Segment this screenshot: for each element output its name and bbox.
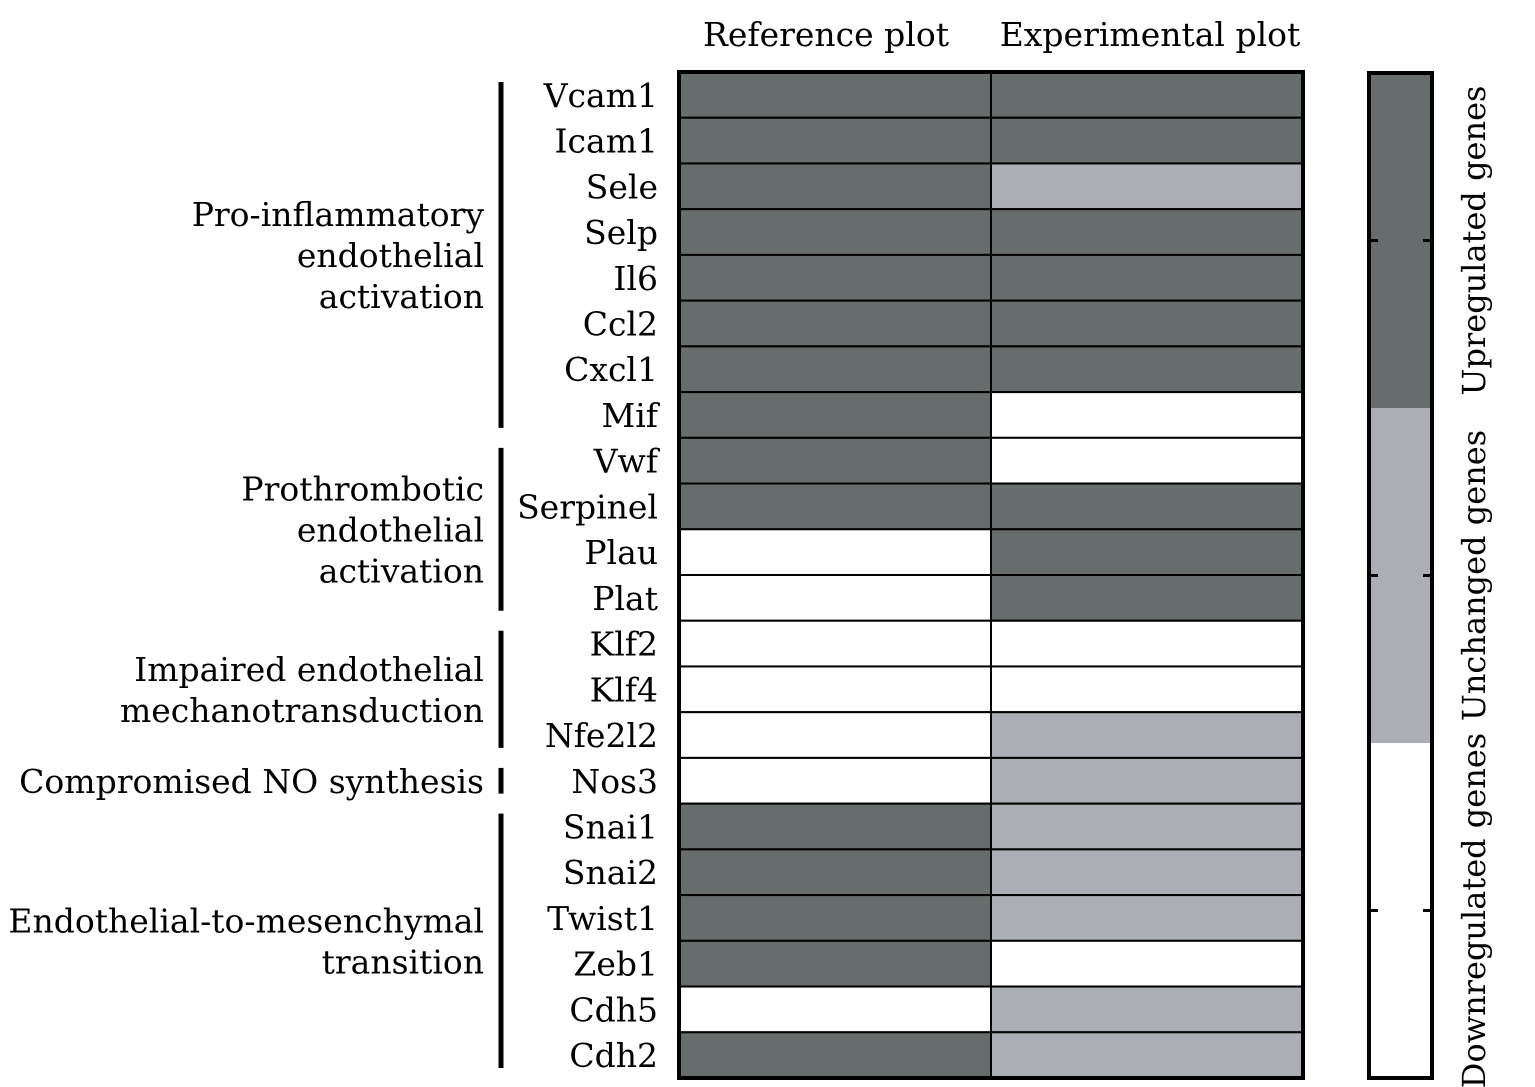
heatmap-cell: [990, 619, 1304, 668]
heatmap-cell: [678, 848, 992, 897]
gene-label: Icam1: [555, 122, 658, 161]
heatmap-cell: [990, 711, 1304, 759]
gene-label: Sele: [586, 167, 658, 206]
heatmap-cell: [990, 345, 1304, 394]
gene-label: Cdh2: [569, 1036, 658, 1075]
heatmap-cell: [678, 208, 992, 256]
gene-label: Vwf: [593, 442, 661, 481]
heatmap-cell: [678, 985, 992, 1034]
heatmap-cell: [678, 253, 992, 302]
gene-label: Zeb1: [573, 945, 658, 984]
heatmap-cell: [990, 391, 1304, 439]
heatmap-cell: [990, 162, 1304, 211]
gene-label: Plau: [584, 533, 658, 572]
gene-labels: Vcam1Icam1SeleSelpIl6Ccl2Cxcl1MifVwfSerp…: [517, 76, 661, 1075]
heatmap-cell: [678, 756, 992, 805]
heatmap-cell: [678, 619, 992, 668]
heatmap-cell: [990, 939, 1304, 988]
heatmap-cell: [990, 436, 1304, 485]
gene-label: Vcam1: [543, 76, 658, 115]
gene-label: Klf2: [590, 625, 658, 664]
group-label: Endothelial-to-mesenchymal: [8, 901, 484, 940]
heatmap-cell: [990, 665, 1304, 714]
heatmap-cell: [678, 71, 992, 119]
group-label: activation: [319, 277, 484, 316]
group-label: Pro-inflammatory: [192, 195, 485, 234]
group-label: Impaired endothelial: [134, 650, 484, 689]
heatmap-cell: [990, 1031, 1304, 1079]
group-label: Compromised NO synthesis: [19, 762, 484, 801]
heatmap-cell: [990, 528, 1304, 576]
heatmap-cell: [990, 71, 1304, 119]
gene-label: Il6: [613, 259, 658, 298]
column-headers: Reference plot Experimental plot: [703, 15, 1300, 54]
heatmap-frame: [677, 70, 1305, 1080]
group-label: Prothrombotic: [241, 469, 484, 508]
legend-label: Unchanged genes: [1455, 430, 1493, 721]
heatmap-cell: [990, 894, 1304, 942]
group-label: transition: [322, 942, 484, 981]
gene-label: Twist1: [547, 899, 658, 938]
heatmap-cell: [678, 345, 992, 394]
heatmap-cell: [678, 482, 992, 531]
heatmap-cell: [990, 985, 1304, 1034]
heatmap-cell: [678, 116, 992, 165]
gene-label: Serpinel: [517, 487, 658, 526]
heatmap-cell: [990, 574, 1304, 622]
gene-label: Selp: [584, 213, 658, 252]
heatmap-cell: [678, 939, 992, 988]
legend-swatch: [1369, 73, 1432, 408]
heatmap-cell: [678, 391, 992, 439]
gene-label: Cdh5: [569, 990, 658, 1029]
group-label: activation: [319, 551, 484, 590]
heatmap-cell: [678, 299, 992, 348]
heatmap-cell: [990, 756, 1304, 805]
heatmap-cell: [678, 711, 992, 759]
gene-label: Snai1: [563, 808, 658, 847]
legend-label: Upregulated genes: [1455, 86, 1493, 396]
heatmap-cell: [990, 116, 1304, 165]
heatmap-cell: [678, 162, 992, 211]
heatmap-cells: [677, 70, 1305, 1080]
legend-swatch: [1369, 408, 1432, 743]
heatmap-cell: [990, 299, 1304, 348]
group-label: endothelial: [297, 510, 484, 549]
heatmap-cell: [678, 665, 992, 714]
column-header-experimental: Experimental plot: [1000, 15, 1301, 54]
heatmap-cell: [990, 482, 1304, 531]
legend-swatch: [1369, 743, 1432, 1078]
gene-groups: Pro-inflammatoryendothelialactivationPro…: [8, 82, 504, 1068]
column-header-reference: Reference plot: [703, 15, 949, 54]
gene-label: Cxcl1: [564, 350, 658, 389]
heatmap-cell: [678, 528, 992, 576]
heatmap-cell: [678, 574, 992, 622]
heatmap-cell: [678, 436, 992, 485]
heatmap-cell: [990, 802, 1304, 851]
gene-label: Nfe2l2: [545, 716, 658, 755]
gene-label: Klf4: [590, 670, 658, 709]
heatmap-cell: [678, 1031, 992, 1079]
heatmap-cell: [990, 208, 1304, 256]
heatmap-cell: [990, 848, 1304, 897]
group-label: mechanotransduction: [120, 691, 484, 730]
gene-label: Mif: [601, 396, 660, 435]
heatmap-cell: [678, 802, 992, 851]
heatmap-cell: [990, 253, 1304, 302]
heatmap-cell: [678, 894, 992, 942]
gene-label: Snai2: [563, 853, 658, 892]
gene-label: Ccl2: [583, 305, 658, 344]
legend-label: Downregulated genes: [1455, 733, 1493, 1087]
gene-label: Plat: [592, 579, 658, 618]
group-label: endothelial: [297, 236, 484, 275]
gene-label: Nos3: [571, 762, 658, 801]
